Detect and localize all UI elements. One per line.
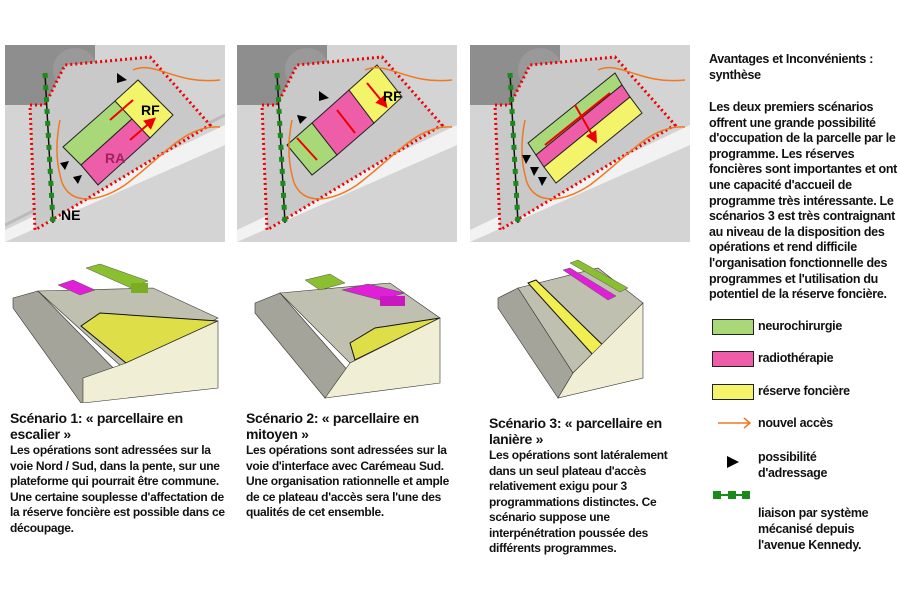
3d-model-scenario-1 — [12, 263, 219, 403]
synthesis-panel: Avantages et Inconvénients : synthèse Le… — [709, 51, 899, 303]
legend-label-nouvel-acces: nouvel accès — [758, 416, 833, 430]
scenario-3-title: Scénario 3: « parcellaire en lanière » — [489, 415, 662, 447]
map-label-ne: NE — [61, 207, 80, 223]
site-plan-scenario-1: RF RA NE — [5, 45, 225, 242]
green-dashed-line-icon — [713, 491, 750, 499]
map-label-ra: RA — [105, 150, 125, 166]
synthesis-body: Les deux premiers scénarios offrent une … — [709, 100, 898, 302]
map-label-rf: RF — [141, 102, 160, 118]
neurochirurgie-swatch-icon — [712, 319, 754, 335]
legend-label-radiotherapie: radiothérapie — [758, 351, 834, 365]
orange-arrow-icon — [718, 417, 752, 429]
3d-model-scenario-3 — [497, 259, 644, 399]
scenario-2-description: Scénario 2: « parcellaire en mitoyen » L… — [246, 410, 451, 521]
legend-label-liaison: liaison par système mécanisé depuis l'av… — [758, 506, 869, 552]
scenario-2-body: Les opérations sont adressées sur la voi… — [246, 443, 449, 519]
legend-label-reserve-fonciere: réserve foncière — [758, 384, 850, 398]
legend-label-adressage: possibilité d'adressage — [758, 450, 828, 480]
map-label-rf: RF — [383, 88, 402, 104]
triangle-icon — [727, 456, 739, 468]
scenario-2-title: Scénario 2: « parcellaire en mitoyen » — [246, 410, 419, 442]
radiotherapie-swatch-icon — [712, 351, 754, 367]
legend-label-neurochirurgie: neurochirurgie — [758, 319, 843, 333]
site-plan-scenario-3 — [470, 45, 690, 242]
scenario-1-title: Scénario 1: « parcellaire en escalier » — [10, 410, 183, 442]
scenario-3-description: Scénario 3: « parcellaire en lanière » L… — [489, 415, 679, 557]
scenario-3-body: Les opérations sont latéralement dans un… — [489, 448, 668, 555]
site-plan-scenario-2: RF — [237, 45, 457, 242]
scenario-1-body: Les opérations sont adressées sur la voi… — [10, 443, 225, 535]
reserve-fonciere-swatch-icon — [712, 384, 754, 400]
3d-model-scenario-2 — [254, 273, 441, 399]
scenario-1-description: Scénario 1: « parcellaire en escalier » … — [10, 410, 225, 536]
synthesis-title: Avantages et Inconvénients : synthèse — [709, 52, 874, 82]
